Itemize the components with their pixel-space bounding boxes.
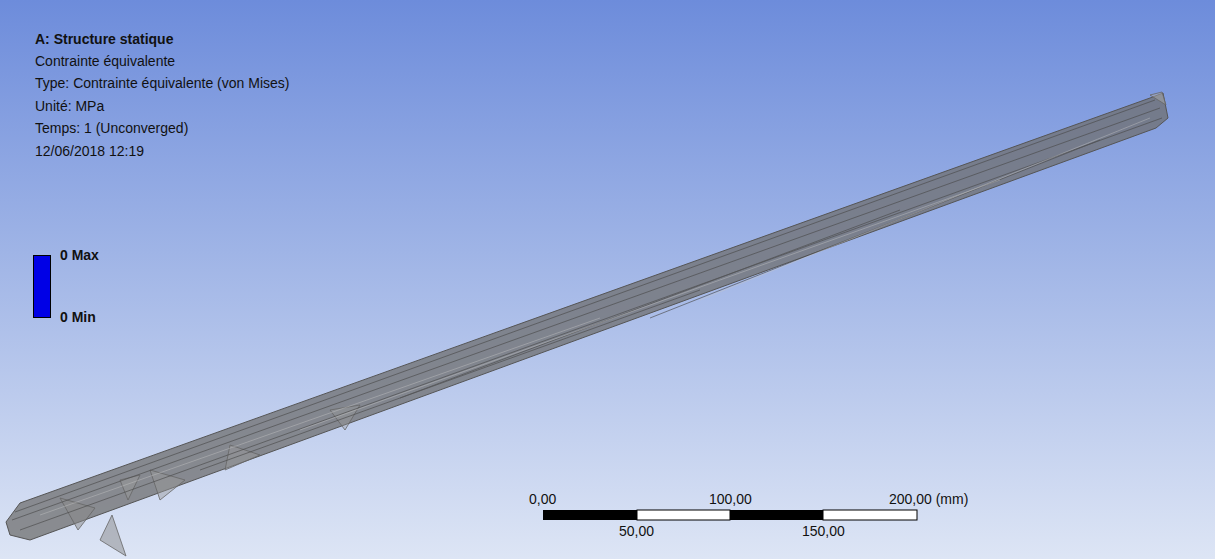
scale-value: 150,00: [802, 522, 845, 540]
result-unit: Unité: MPa: [35, 97, 104, 115]
result-title: A: Structure statique: [35, 30, 173, 48]
result-type: Type: Contrainte équivalente (von Mises): [35, 74, 289, 92]
scale-value: 200,00 (mm): [889, 490, 968, 508]
result-name: Contrainte équivalente: [35, 52, 175, 70]
scale-value: 50,00: [619, 522, 654, 540]
legend-label: 0 Max: [60, 246, 99, 264]
result-time: Temps: 1 (Unconverged): [35, 119, 188, 137]
result-date: 12/06/2018 12:19: [35, 142, 144, 160]
legend-swatch: [33, 255, 51, 287]
scale-value: 0,00: [529, 490, 556, 508]
legend-label: 0 Min: [60, 308, 96, 326]
rod-mesh: [6, 92, 1168, 556]
scale-value: 100,00: [709, 490, 752, 508]
legend-swatch: [33, 286, 51, 318]
scale-bar: [543, 510, 917, 520]
